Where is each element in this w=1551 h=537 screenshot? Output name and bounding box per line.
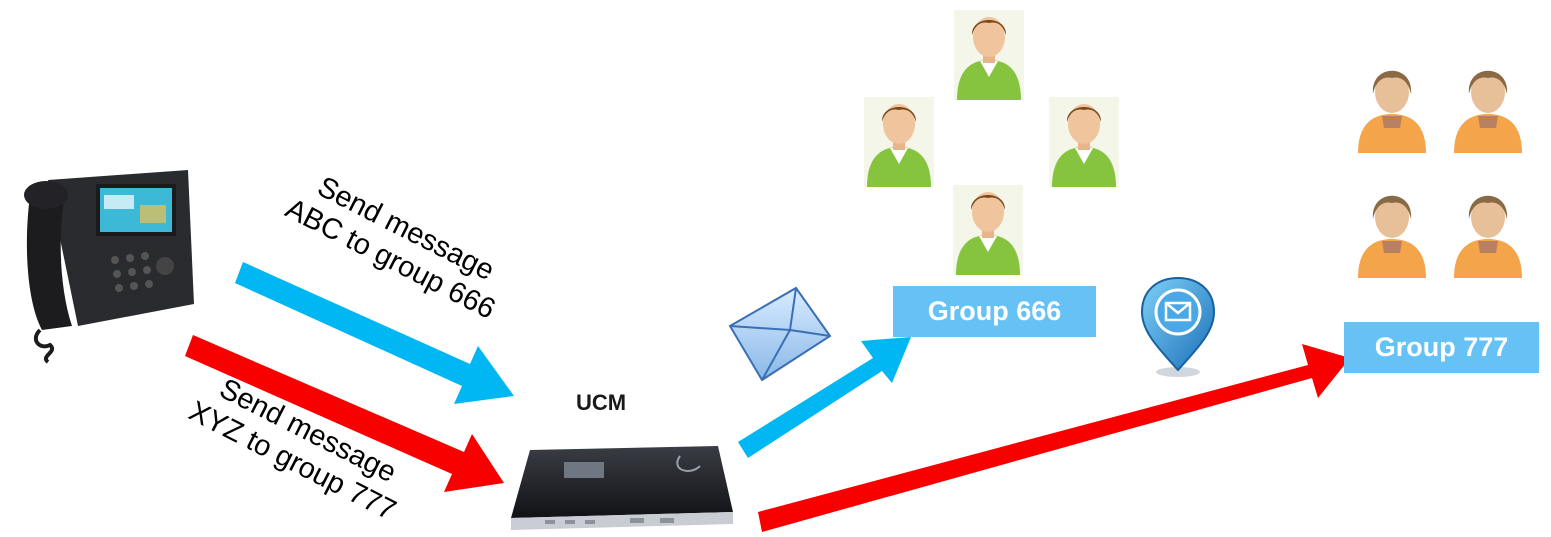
user-icon: [1454, 195, 1522, 278]
group-777-members: [1358, 70, 1522, 278]
ucm-label: UCM: [576, 390, 627, 415]
user-icon: [953, 185, 1023, 275]
ip-phone-icon: [24, 170, 194, 364]
arrow-ucm-to-group-666: [738, 337, 911, 458]
group-666-label: Group 666: [893, 286, 1096, 337]
group-666-members: [864, 10, 1119, 275]
user-icon: [954, 10, 1024, 100]
user-icon: [1049, 97, 1119, 187]
user-icon: [864, 97, 934, 187]
user-icon: [1358, 195, 1426, 278]
arrow-ucm-to-group-777: [758, 344, 1350, 532]
ucm-device-icon: [511, 446, 733, 530]
user-icon: [1358, 70, 1426, 153]
arrow-abc-to-ucm: [235, 262, 514, 404]
message-pin-icon: [1140, 276, 1216, 377]
arrow-xyz-to-ucm: [185, 335, 504, 492]
envelope-icon: [728, 286, 832, 382]
group-777-label: Group 777: [1344, 322, 1539, 373]
user-icon: [1454, 70, 1522, 153]
